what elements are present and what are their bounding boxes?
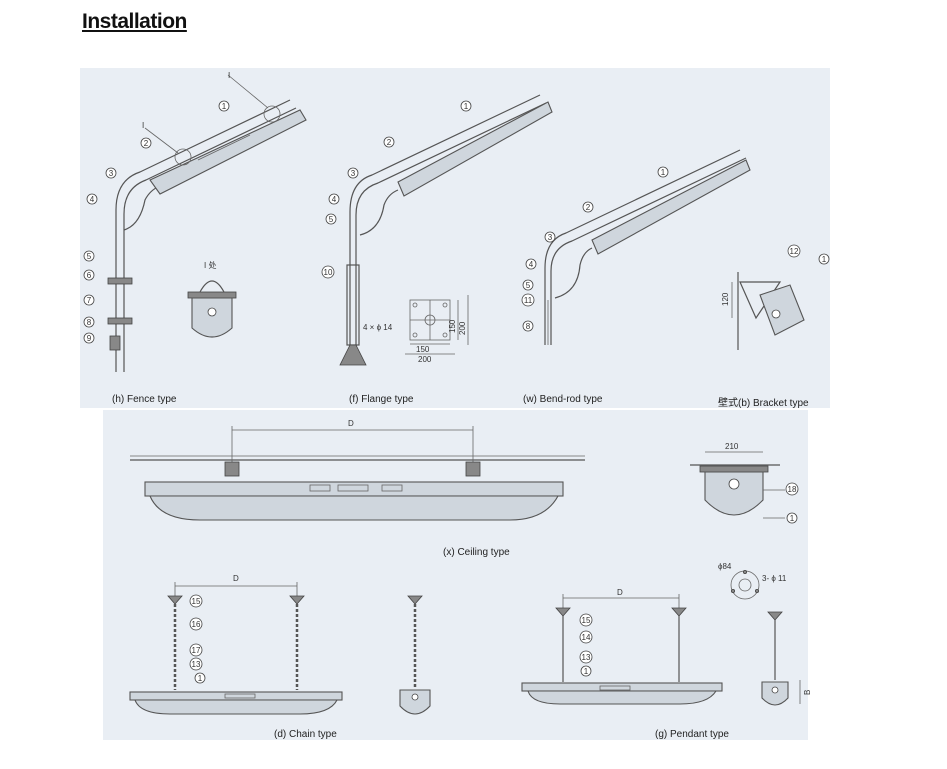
svg-text:18: 18 [788, 485, 797, 494]
pendant-top-view-drawing [730, 570, 760, 600]
dim-120-vertical: 120 [721, 292, 730, 306]
caption-bend-rod: (w) Bend-rod type [523, 394, 603, 405]
svg-text:5: 5 [87, 252, 92, 261]
caption-flange: (f) Flange type [349, 394, 414, 405]
svg-text:5: 5 [329, 215, 334, 224]
svg-text:7: 7 [87, 296, 92, 305]
svg-text:12: 12 [790, 247, 799, 256]
svg-text:6: 6 [87, 271, 92, 280]
svg-text:8: 8 [87, 318, 92, 327]
bolt-spec-label: 4 × ϕ 14 [363, 323, 393, 332]
dim-210-label: 210 [725, 442, 739, 451]
flange-plate-drawing [405, 295, 469, 355]
svg-text:15: 15 [582, 616, 591, 625]
dim-200-vertical: 200 [458, 321, 467, 335]
dim-150-horizontal: 150 [416, 345, 430, 354]
svg-text:1: 1 [822, 255, 827, 264]
svg-text:4: 4 [332, 195, 337, 204]
dim-84-label: ϕ84 [718, 562, 732, 571]
svg-text:3: 3 [109, 169, 114, 178]
flange-type-drawing [339, 94, 553, 366]
dim-b-label: B [803, 690, 812, 695]
svg-text:1: 1 [464, 102, 469, 111]
dim-d-ceiling: D [348, 419, 354, 428]
caption-chain: (d) Chain type [274, 729, 337, 740]
part-number-callouts: 1 2 3 4 5 6 7 8 9 1 2 3 4 5 10 1 2 3 4 5… [83, 100, 830, 684]
caption-bracket: 壁式(b) Bracket type [718, 398, 809, 409]
detail-view-drawing [187, 280, 237, 338]
hole-spec-label: 3- ϕ 11 [762, 574, 787, 583]
dim-d-pendant: D [617, 588, 623, 597]
svg-text:2: 2 [586, 203, 591, 212]
svg-text:1: 1 [790, 514, 795, 523]
panel-top-left [80, 68, 554, 408]
svg-text:17: 17 [192, 646, 201, 655]
page-title: Installation [82, 10, 187, 33]
caption-ceiling: (x) Ceiling type [443, 547, 510, 558]
svg-text:3: 3 [351, 169, 356, 178]
svg-text:4: 4 [529, 260, 534, 269]
svg-text:4: 4 [90, 195, 95, 204]
bracket-type-drawing [731, 272, 805, 350]
dim-200-horizontal: 200 [418, 355, 432, 364]
panel-top-right [483, 68, 830, 408]
svg-text:13: 13 [582, 653, 591, 662]
svg-text:2: 2 [144, 139, 149, 148]
chain-type-drawing [129, 582, 431, 715]
svg-text:9: 9 [87, 334, 92, 343]
caption-fence: (h) Fence type [112, 394, 177, 405]
dim-150-vertical: 150 [448, 319, 457, 333]
dimension-labels: I I I 处 4 × ϕ 14 150 200 150 200 120 D 2… [142, 71, 812, 695]
caption-pendant: (g) Pendant type [655, 729, 729, 740]
detail-marker-left: I [142, 121, 144, 130]
svg-text:16: 16 [192, 620, 201, 629]
fence-type-drawing [107, 74, 307, 372]
svg-text:11: 11 [524, 296, 533, 305]
pendant-type-drawing [521, 570, 801, 706]
svg-text:14: 14 [582, 633, 591, 642]
svg-text:8: 8 [526, 322, 531, 331]
detail-view-label: I 处 [204, 260, 216, 270]
svg-text:2: 2 [387, 138, 392, 147]
dim-d-chain: D [233, 574, 239, 583]
svg-text:1: 1 [661, 168, 666, 177]
detail-marker-top: I [228, 71, 230, 80]
svg-text:5: 5 [526, 281, 531, 290]
svg-text:1: 1 [222, 102, 227, 111]
svg-text:15: 15 [192, 597, 201, 606]
svg-text:1: 1 [198, 674, 203, 683]
svg-text:13: 13 [192, 660, 201, 669]
ceiling-side-view-drawing [690, 451, 785, 519]
ceiling-type-drawing [130, 426, 785, 521]
svg-text:10: 10 [324, 268, 333, 277]
svg-text:1: 1 [584, 667, 589, 676]
bend-rod-type-drawing [544, 149, 751, 345]
svg-text:3: 3 [548, 233, 553, 242]
